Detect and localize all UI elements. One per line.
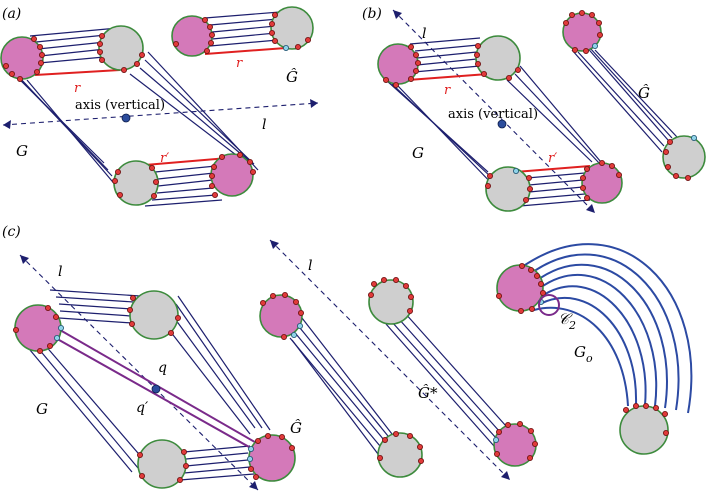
label-ghat-a: Ĝ <box>286 68 298 86</box>
panel-a: (a) <box>0 6 319 207</box>
arrowhead-l-b-bottom <box>586 204 595 213</box>
label-rprime-b: r′ <box>548 151 557 166</box>
vertex-pink-a-br <box>210 153 254 197</box>
label-g-b: G <box>412 144 424 162</box>
arrowhead-l-b-top <box>393 10 402 19</box>
arrowhead-l2-c-top <box>270 240 279 249</box>
line-l2-c <box>269 239 511 481</box>
vertex-gray-ghatstar <box>368 279 414 325</box>
edge-rprime-a <box>144 157 229 166</box>
vertex-pink-c-tl <box>14 304 62 352</box>
label-ghatstar-c: Ĝ* <box>418 384 438 402</box>
line-l-a <box>2 102 319 126</box>
label-g-a: G <box>16 142 28 160</box>
panel-a-endpoints <box>3 33 256 199</box>
panel-a-tag: (a) <box>2 6 21 22</box>
label-g-c: G <box>36 400 48 418</box>
panel-c-tag: (c) <box>2 224 21 240</box>
line-l-b <box>392 9 596 214</box>
axis-point-b <box>497 119 507 129</box>
axis-point-a <box>121 113 131 123</box>
label-ghat-c: Ĝ <box>290 419 302 437</box>
vertex-gray-go <box>619 405 669 455</box>
label-qprime-c: q′ <box>136 400 149 416</box>
vertex-gray-b-tr <box>475 35 521 81</box>
panel-c-endpoints <box>12 294 295 483</box>
edge-q-c <box>51 335 259 453</box>
arrowhead-l-c-top <box>20 255 29 264</box>
panel-b: (b) l <box>362 6 706 214</box>
vertex-gray-b-bl <box>485 166 531 212</box>
arrowhead-l-a-right <box>310 99 318 108</box>
line-l-c <box>19 254 259 491</box>
arrowhead-l2-c-bottom <box>501 471 510 480</box>
panel-b-g-edges <box>385 37 607 207</box>
label-ghat-b: Ĝ <box>638 84 650 102</box>
vertex-gray-ghat-a <box>270 6 314 50</box>
panel-a-ghat <box>171 6 314 57</box>
label-axis-a: axis (vertical) <box>75 98 165 113</box>
vertex-gray-ghat-b <box>662 135 706 179</box>
panel-c-ghat <box>259 291 424 478</box>
panel-b-ghat <box>562 9 706 181</box>
panel-c-go <box>495 243 693 455</box>
arrowhead-l-c-bottom <box>249 481 258 490</box>
edge-r-a <box>34 69 121 76</box>
label-r-a: r <box>74 81 81 96</box>
label-r2-a: r <box>236 56 243 71</box>
vertex-gray-ghat-c <box>377 432 423 478</box>
label-rprime-a: r′ <box>160 151 169 166</box>
panel-a-g-bottom-bundle <box>144 157 229 207</box>
label-axis-b: axis (vertical) <box>448 107 538 122</box>
label-r-b: r <box>444 83 451 98</box>
label-l2-c: l <box>308 258 312 274</box>
edge-r2-a <box>204 47 287 55</box>
panel-b-tag: (b) <box>362 6 382 22</box>
edge-rprime-b <box>514 165 591 173</box>
loop-c2 <box>538 294 560 316</box>
axis-point-c <box>151 384 161 394</box>
vertex-pink-ghat-c <box>259 294 303 338</box>
label-q-c: q <box>158 360 167 376</box>
vertex-gray-c-tr <box>129 290 179 340</box>
panel-a-g-top-bundle <box>29 27 121 76</box>
label-l-c: l <box>58 264 62 280</box>
panel-c-ghatstar <box>367 276 539 467</box>
label-l-b: l <box>422 26 426 42</box>
panel-c: (c) l <box>2 224 693 491</box>
label-c2: 𝒞2 <box>558 310 576 332</box>
edge-r-b <box>407 73 489 81</box>
panel-b-endpoints <box>382 43 623 203</box>
vertex-pink-go <box>496 264 544 312</box>
arrowhead-l-a-left <box>3 120 11 129</box>
vertex-gray-a-tr <box>98 25 144 71</box>
label-l-a: l <box>262 117 266 133</box>
label-go: Go <box>574 343 593 365</box>
